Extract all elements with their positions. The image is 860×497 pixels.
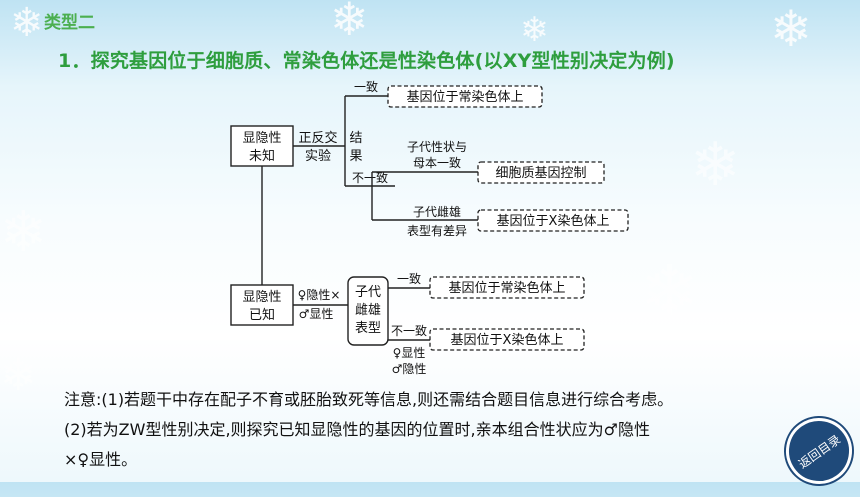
unknown-box-line1: 显隐性 — [242, 131, 281, 146]
result-x-bottom-text: 基因位于X染色体上 — [451, 332, 564, 348]
bottom-female-label: ♀显性 — [393, 346, 426, 360]
note-line-1: 注意:(1)若题干中存在配子不育或胚胎致死等信息,则还需结合题目信息进行综合考虑… — [64, 390, 674, 409]
offspring-mother-line2: 母本一致 — [413, 156, 461, 170]
reciprocal-cross-line1: 正反交 — [298, 130, 337, 146]
offspring-box-line2: 雌雄 — [355, 302, 381, 318]
known-dominance-box — [230, 284, 294, 326]
result-autosome-bottom-text: 基因位于常染色体上 — [448, 280, 565, 296]
section-tag: 类型二 — [44, 13, 95, 33]
result-x-top — [477, 209, 629, 232]
reciprocal-cross-line2: 实验 — [305, 148, 331, 164]
note-line-2: (2)若为ZW型性别决定,则探究已知显隐性的基因的位置时,亲本组合性状应为♂隐性 — [64, 420, 650, 439]
flowchart-diagram: 显隐性 未知 正反交 实验 结 果 一致 基因位于常染色体上 不一致 子代性状与… — [230, 80, 629, 376]
unknown-dominance-box — [230, 125, 294, 167]
result-cytoplasm-text: 细胞质基因控制 — [495, 166, 586, 181]
result-x-bottom — [429, 328, 585, 351]
offspring-diff-line1: 子代雌雄 — [413, 204, 461, 219]
offspring-diff-line2: 表型有差异 — [407, 224, 467, 238]
cross-known-line2: ♂显性 — [299, 307, 334, 321]
known-box-line2: 已知 — [249, 307, 275, 323]
consistent2-label: 一致 — [397, 272, 421, 286]
result-x-top-text: 基因位于X染色体上 — [497, 213, 610, 229]
offspring-box-line3: 表型 — [355, 321, 381, 336]
section-heading: 1．探究基因位于细胞质、常染色体还是性染色体(以XY型性别决定为例) — [58, 50, 675, 72]
result-label-line2: 果 — [349, 149, 362, 164]
bottom-male-label: ♂隐性 — [392, 362, 427, 376]
inconsistent2-label: 不一致 — [391, 324, 427, 338]
offspring-box-line1: 子代 — [355, 285, 381, 300]
result-autosome-bottom — [429, 276, 585, 299]
known-box-line1: 显隐性 — [242, 290, 281, 305]
result-cytoplasm — [477, 161, 605, 184]
result-autosome-top-text: 基因位于常染色体上 — [406, 89, 523, 105]
note-line-3: ×♀显性。 — [64, 450, 138, 469]
cross-known-line1: ♀隐性× — [298, 288, 341, 302]
offspring-box — [347, 276, 389, 346]
offspring-mother-line1: 子代性状与 — [407, 140, 467, 154]
result-autosome-top — [387, 85, 543, 108]
result-label-line1: 结 — [349, 131, 362, 146]
unknown-box-line2: 未知 — [249, 148, 275, 164]
inconsistent-label: 不一致 — [352, 171, 388, 185]
consistent-label: 一致 — [354, 80, 378, 94]
